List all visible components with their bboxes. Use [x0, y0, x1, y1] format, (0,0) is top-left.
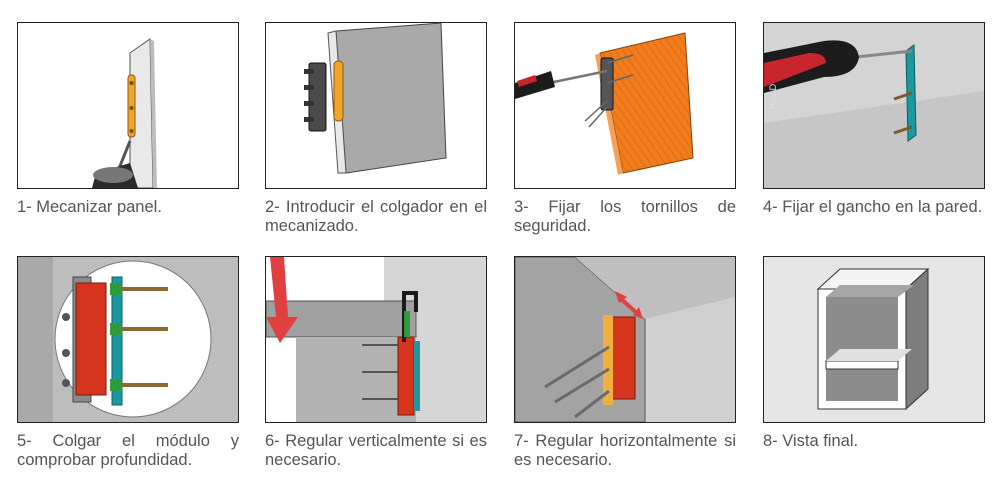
- step-3-illustration: [514, 22, 736, 189]
- step-8-caption: 8- Vista final.: [763, 432, 859, 450]
- screwdriver-icon: [515, 32, 694, 175]
- step-8-illustration: [763, 256, 985, 423]
- step-6-caption: 6- Regular verticalmente si es necesario…: [265, 432, 487, 469]
- step-3-caption: 3- Fijar los tornillos de seguridad.: [514, 198, 736, 235]
- step-5-illustration: [17, 256, 239, 423]
- depth-check-icon: [18, 257, 238, 422]
- router-tool-icon: [92, 38, 157, 188]
- wall-hook-icon: ROLD: [764, 23, 984, 188]
- step-6-illustration: [265, 256, 487, 423]
- step-2-illustration: [265, 22, 487, 189]
- hanger-insert-icon: [304, 23, 447, 188]
- cabinet-icon: [764, 257, 984, 422]
- step-2-caption: 2- Introducir el colgador en el mecaniza…: [265, 198, 487, 235]
- svg-text:ROLD: ROLD: [769, 84, 779, 109]
- step-4-caption: 4- Fijar el gancho en la pared.: [763, 198, 983, 216]
- horizontal-adjust-icon: [515, 257, 735, 422]
- step-4-illustration: ROLD: [763, 22, 985, 189]
- step-1-caption: 1- Mecanizar panel.: [17, 198, 162, 216]
- vertical-adjust-icon: [266, 257, 486, 422]
- step-5-caption: 5- Colgar el módulo y comprobar profundi…: [17, 432, 239, 469]
- step-7-caption: 7- Regular horizontalmente si es necesar…: [514, 432, 736, 469]
- step-1-illustration: [17, 22, 239, 189]
- step-7-illustration: [514, 256, 736, 423]
